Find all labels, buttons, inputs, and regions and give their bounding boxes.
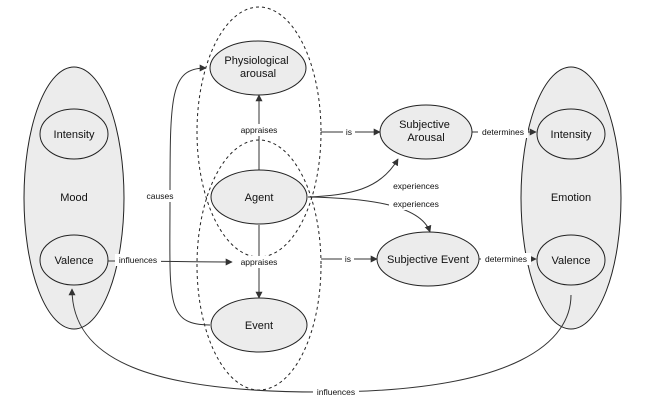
center-nodes: Physiological arousal Agent Event Subjec… bbox=[209, 40, 480, 353]
emotion-valence-label: Valence bbox=[552, 255, 591, 267]
subjective-arousal-label: Subjective Arousal bbox=[399, 119, 453, 144]
experiences-bottom-edge bbox=[307, 196, 432, 233]
influences-bottom-label: influences bbox=[317, 387, 355, 397]
subjective-arousal-line-2: Arousal bbox=[407, 132, 444, 144]
subjective-arousal-line-1: Subjective bbox=[399, 119, 450, 131]
mood-group: Intensity Mood Valence bbox=[23, 66, 125, 330]
is-top-label: is bbox=[346, 127, 352, 137]
appraises-top-label: appraises bbox=[241, 125, 278, 135]
appraises-bottom-label: appraises bbox=[241, 257, 278, 267]
emotion-valence-node bbox=[536, 234, 606, 286]
mood-label: Mood bbox=[60, 192, 88, 204]
influences-valence-label: influences bbox=[119, 255, 157, 265]
experiences-top-edge bbox=[307, 158, 399, 198]
mood-valence-label: Valence bbox=[55, 255, 94, 267]
event-node bbox=[210, 297, 308, 353]
physiological-arousal-node bbox=[209, 40, 307, 96]
emotion-intensity-label: Intensity bbox=[551, 129, 592, 141]
mood-valence-node bbox=[39, 234, 109, 286]
agent-label: Agent bbox=[245, 192, 274, 204]
determines-bottom-label: determines bbox=[485, 254, 527, 264]
physiological-arousal-label: Physiological arousal bbox=[224, 55, 291, 80]
experiences-bottom-label: experiences bbox=[393, 199, 439, 209]
event-label: Event bbox=[245, 320, 273, 332]
agent-node bbox=[210, 169, 308, 225]
physiological-arousal-line-1: Physiological bbox=[224, 55, 288, 67]
subjective-event-node bbox=[376, 231, 480, 287]
subjective-arousal-node bbox=[379, 104, 473, 160]
causes-label: causes bbox=[147, 191, 174, 201]
mood-intensity-label: Intensity bbox=[54, 129, 95, 141]
is-bottom-label: is bbox=[345, 254, 351, 264]
emotion-label: Emotion bbox=[551, 192, 591, 204]
edge-labels: causes appraises appraises influences is… bbox=[115, 124, 531, 398]
subjective-event-label: Subjective Event bbox=[387, 254, 469, 266]
influences-bottom-edge bbox=[68, 288, 572, 393]
determines-top-label: determines bbox=[482, 127, 524, 137]
mood-intensity-node bbox=[39, 108, 109, 160]
emotion-group: Intensity Emotion Valence bbox=[520, 66, 622, 330]
edges bbox=[68, 64, 572, 393]
physiological-arousal-line-2: arousal bbox=[240, 68, 276, 80]
experiences-top-label: experiences bbox=[393, 181, 439, 191]
emotion-intensity-node bbox=[536, 108, 606, 160]
